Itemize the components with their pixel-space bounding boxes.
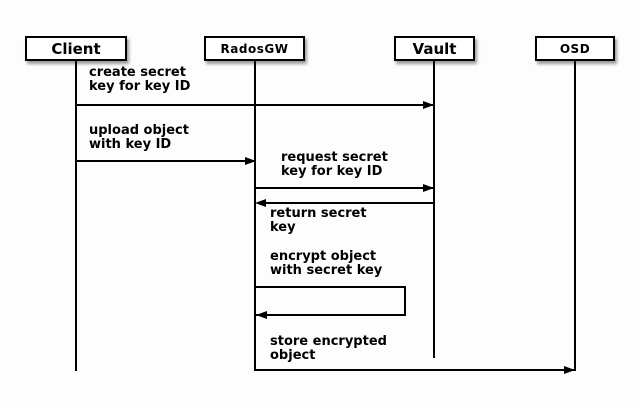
- participant-box-vault: Vault: [394, 36, 475, 61]
- message-label-create-secret-key: create secret key for key ID: [89, 66, 190, 94]
- message-text-line: store encrypted: [270, 334, 387, 349]
- arrowhead-left-icon: [255, 198, 266, 207]
- arrowhead-right-icon: [245, 156, 256, 165]
- self-message-loop: [256, 286, 406, 316]
- participant-label-vault: Vault: [412, 39, 457, 58]
- message-text-line: return secret: [270, 206, 367, 221]
- message-line-request-secret-key: [255, 187, 434, 189]
- message-text-line: with key ID: [89, 137, 172, 152]
- participant-box-osd: OSD: [535, 36, 615, 61]
- message-text-line: object: [270, 348, 316, 363]
- message-line-store-encrypted-object: [255, 369, 575, 371]
- arrowhead-left-icon: [256, 310, 267, 319]
- lifeline-osd: [574, 61, 576, 371]
- message-text-line: key for key ID: [89, 79, 191, 94]
- message-text-line: with secret key: [270, 263, 383, 278]
- message-text-line: key: [270, 220, 296, 235]
- participant-box-radosgw: RadosGW: [204, 36, 305, 61]
- lifeline-vault: [433, 61, 435, 358]
- message-text-line: encrypt object: [270, 249, 377, 264]
- arrowhead-right-icon: [564, 365, 575, 374]
- message-text-line: key for key ID: [281, 164, 383, 179]
- message-label-store-encrypted-object: store encrypted object: [270, 335, 387, 363]
- message-line-return-secret-key: [264, 202, 434, 204]
- message-text-line: upload object: [89, 123, 189, 138]
- lifeline-radosgw: [254, 61, 256, 371]
- participant-label-radosgw: RadosGW: [220, 41, 289, 56]
- message-line-create-secret-key: [76, 104, 434, 106]
- lifeline-client: [75, 61, 77, 371]
- message-line-upload-object: [76, 160, 256, 162]
- message-label-encrypt-object: encrypt object with secret key: [270, 250, 382, 278]
- message-label-return-secret-key: return secret key: [270, 207, 367, 235]
- participant-label-client: Client: [51, 39, 101, 58]
- message-text-line: create secret: [89, 65, 186, 80]
- message-label-upload-object: upload object with key ID: [89, 124, 189, 152]
- participant-box-client: Client: [25, 36, 127, 61]
- participant-label-osd: OSD: [559, 41, 591, 56]
- arrowhead-right-icon: [423, 100, 434, 109]
- arrowhead-right-icon: [423, 183, 434, 192]
- message-text-line: request secret: [281, 150, 388, 165]
- message-label-request-secret-key: request secret key for key ID: [281, 151, 388, 179]
